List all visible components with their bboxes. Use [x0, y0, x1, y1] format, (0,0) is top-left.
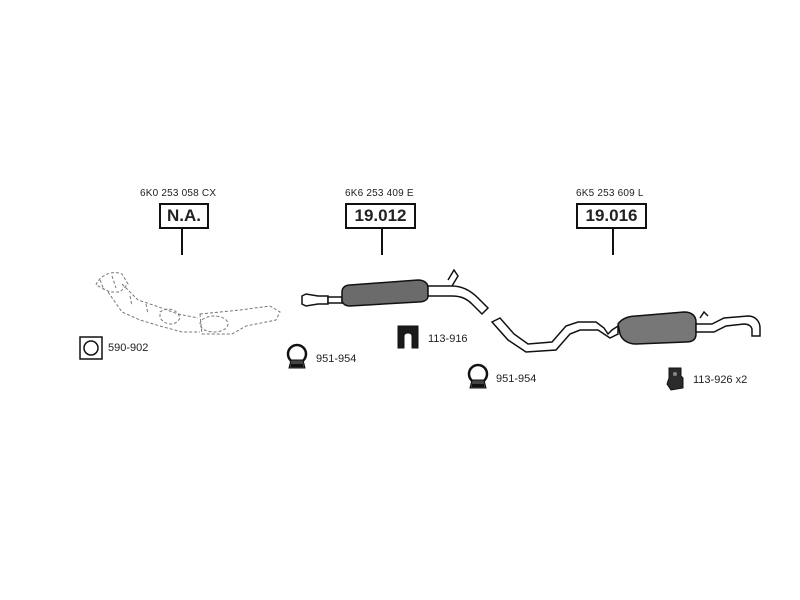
part-ref-box-rear-silencer[interactable]: 19.016: [576, 203, 647, 229]
leader-line-front-pipe: [181, 229, 183, 255]
oem-number-rear-silencer: 6K5 253 609 L: [576, 188, 644, 199]
front-pipe-catalyst-drawing: [95, 272, 281, 335]
middle-silencer-drawing: [301, 268, 490, 316]
accessory-label-mount-bracket: 113-926 x2: [693, 374, 748, 386]
part-ref-box-front-pipe[interactable]: N.A.: [159, 203, 209, 229]
oem-number-middle-silencer: 6K6 253 409 E: [345, 188, 414, 199]
leader-line-middle-silencer: [381, 229, 383, 255]
rear-silencer-drawing: [490, 310, 761, 353]
clamp-icon: [286, 343, 308, 369]
accessory-label-rubber-hanger: 113-916: [428, 333, 468, 345]
leader-line-rear-silencer: [612, 229, 614, 255]
part-ref-box-middle-silencer[interactable]: 19.012: [345, 203, 416, 229]
mount-bracket-icon: [666, 367, 684, 391]
oem-number-front-pipe: 6K0 253 058 CX: [140, 188, 217, 199]
rubber-hanger-icon: [397, 325, 419, 349]
accessory-label-gasket: 590-902: [108, 342, 149, 354]
accessory-label-clamp-left: 951-954: [316, 353, 357, 365]
accessory-label-clamp-middle: 951-954: [496, 373, 537, 385]
clamp-icon: [467, 363, 489, 389]
gasket-icon: [79, 336, 103, 360]
